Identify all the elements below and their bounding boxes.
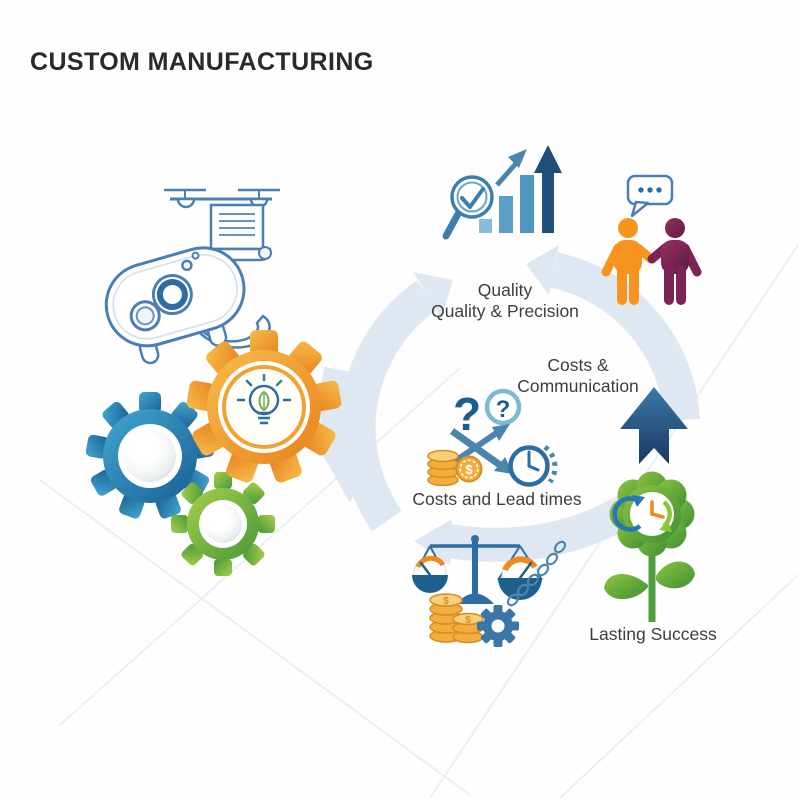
people-handshake-icon [601, 174, 702, 305]
speech-bubble-icon [626, 174, 674, 218]
coins-icon [427, 449, 483, 487]
person-purple [647, 218, 702, 305]
bar-chart-growth-icon [479, 175, 534, 233]
gear-blue-icon [85, 392, 215, 519]
question-circle [484, 388, 522, 426]
crossed-arrows-icon [449, 424, 513, 474]
dollar-sign: $ [465, 615, 471, 626]
label-costs-lead-times: Costs and Lead times [412, 489, 582, 509]
coin-stacks-icon [429, 593, 484, 644]
drone-document-icon [164, 188, 280, 262]
gauge-left-icon [412, 555, 448, 593]
label-quality-line2: Quality & Precision [431, 301, 579, 322]
question-coins-clock-icon: ? ? $ [427, 388, 558, 487]
page-title: CUSTOM MANUFACTURING [30, 48, 374, 76]
gear-green-icon [171, 472, 275, 576]
small-gear-icon [477, 605, 519, 647]
diagonal-arrow-icon [495, 149, 527, 187]
flower-clock-icon [604, 471, 695, 622]
quality-precision-icon [442, 145, 562, 240]
gears-lightbulb-icon [85, 330, 342, 576]
printer-icon [104, 246, 271, 365]
clock-chain-icon [508, 445, 558, 487]
chain-icon [506, 540, 567, 607]
balance-scale-icon: $ $ [412, 535, 567, 647]
clock-refresh-icon [612, 495, 672, 532]
magnifier-check-icon [442, 175, 494, 240]
question-mark-small: ? [496, 396, 511, 423]
gauge-right-icon [498, 556, 542, 600]
label-costs-communication-line2: Communication [517, 376, 639, 397]
label-costs-communication-line1: Costs & [547, 355, 609, 375]
label-quality-line1: Quality [477, 280, 533, 300]
label-quality: Quality Quality & Precision [415, 280, 595, 323]
label-costs-communication: Costs & Communication [488, 355, 668, 398]
lightbulb-leaf-icon [236, 373, 292, 425]
dollar-sign: $ [443, 596, 449, 607]
dark-bar-arrow-icon [534, 145, 562, 233]
dark-up-arrow-icon [620, 387, 688, 464]
dollar-sign: $ [465, 462, 473, 477]
gear-orange-icon [186, 330, 342, 483]
label-lasting-success: Lasting Success [589, 624, 717, 644]
